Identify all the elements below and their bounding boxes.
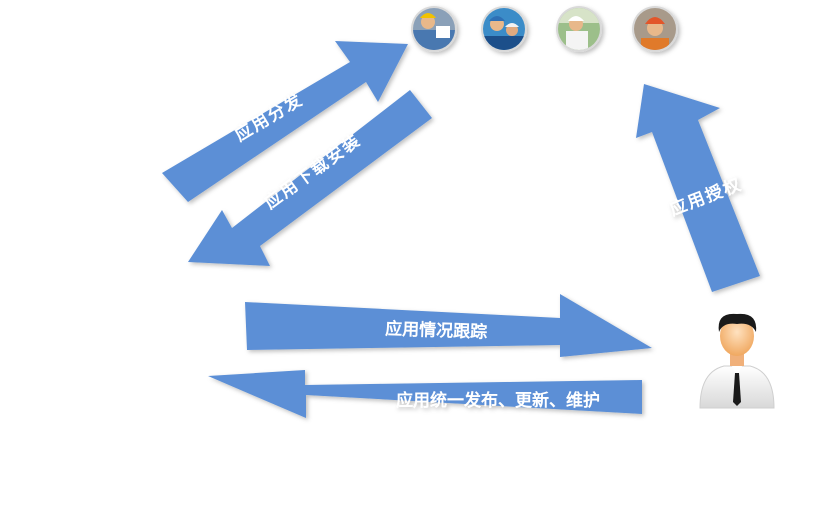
worker-avatar-4 xyxy=(632,6,678,52)
administrator-icon xyxy=(699,313,775,409)
worker-avatar-2 xyxy=(481,6,527,52)
worker-avatar-3 xyxy=(556,6,602,52)
label-tracking: 应用情况跟踪 xyxy=(385,318,488,343)
arrow-tracking: 应用情况跟踪 xyxy=(245,294,652,357)
arrow-publish: 应用统一发布、更新、维护 xyxy=(208,370,642,418)
worker-avatar-1 xyxy=(411,6,457,52)
arrow-authorize: 应用授权 xyxy=(636,84,760,292)
label-publish: 应用统一发布、更新、维护 xyxy=(396,390,600,411)
